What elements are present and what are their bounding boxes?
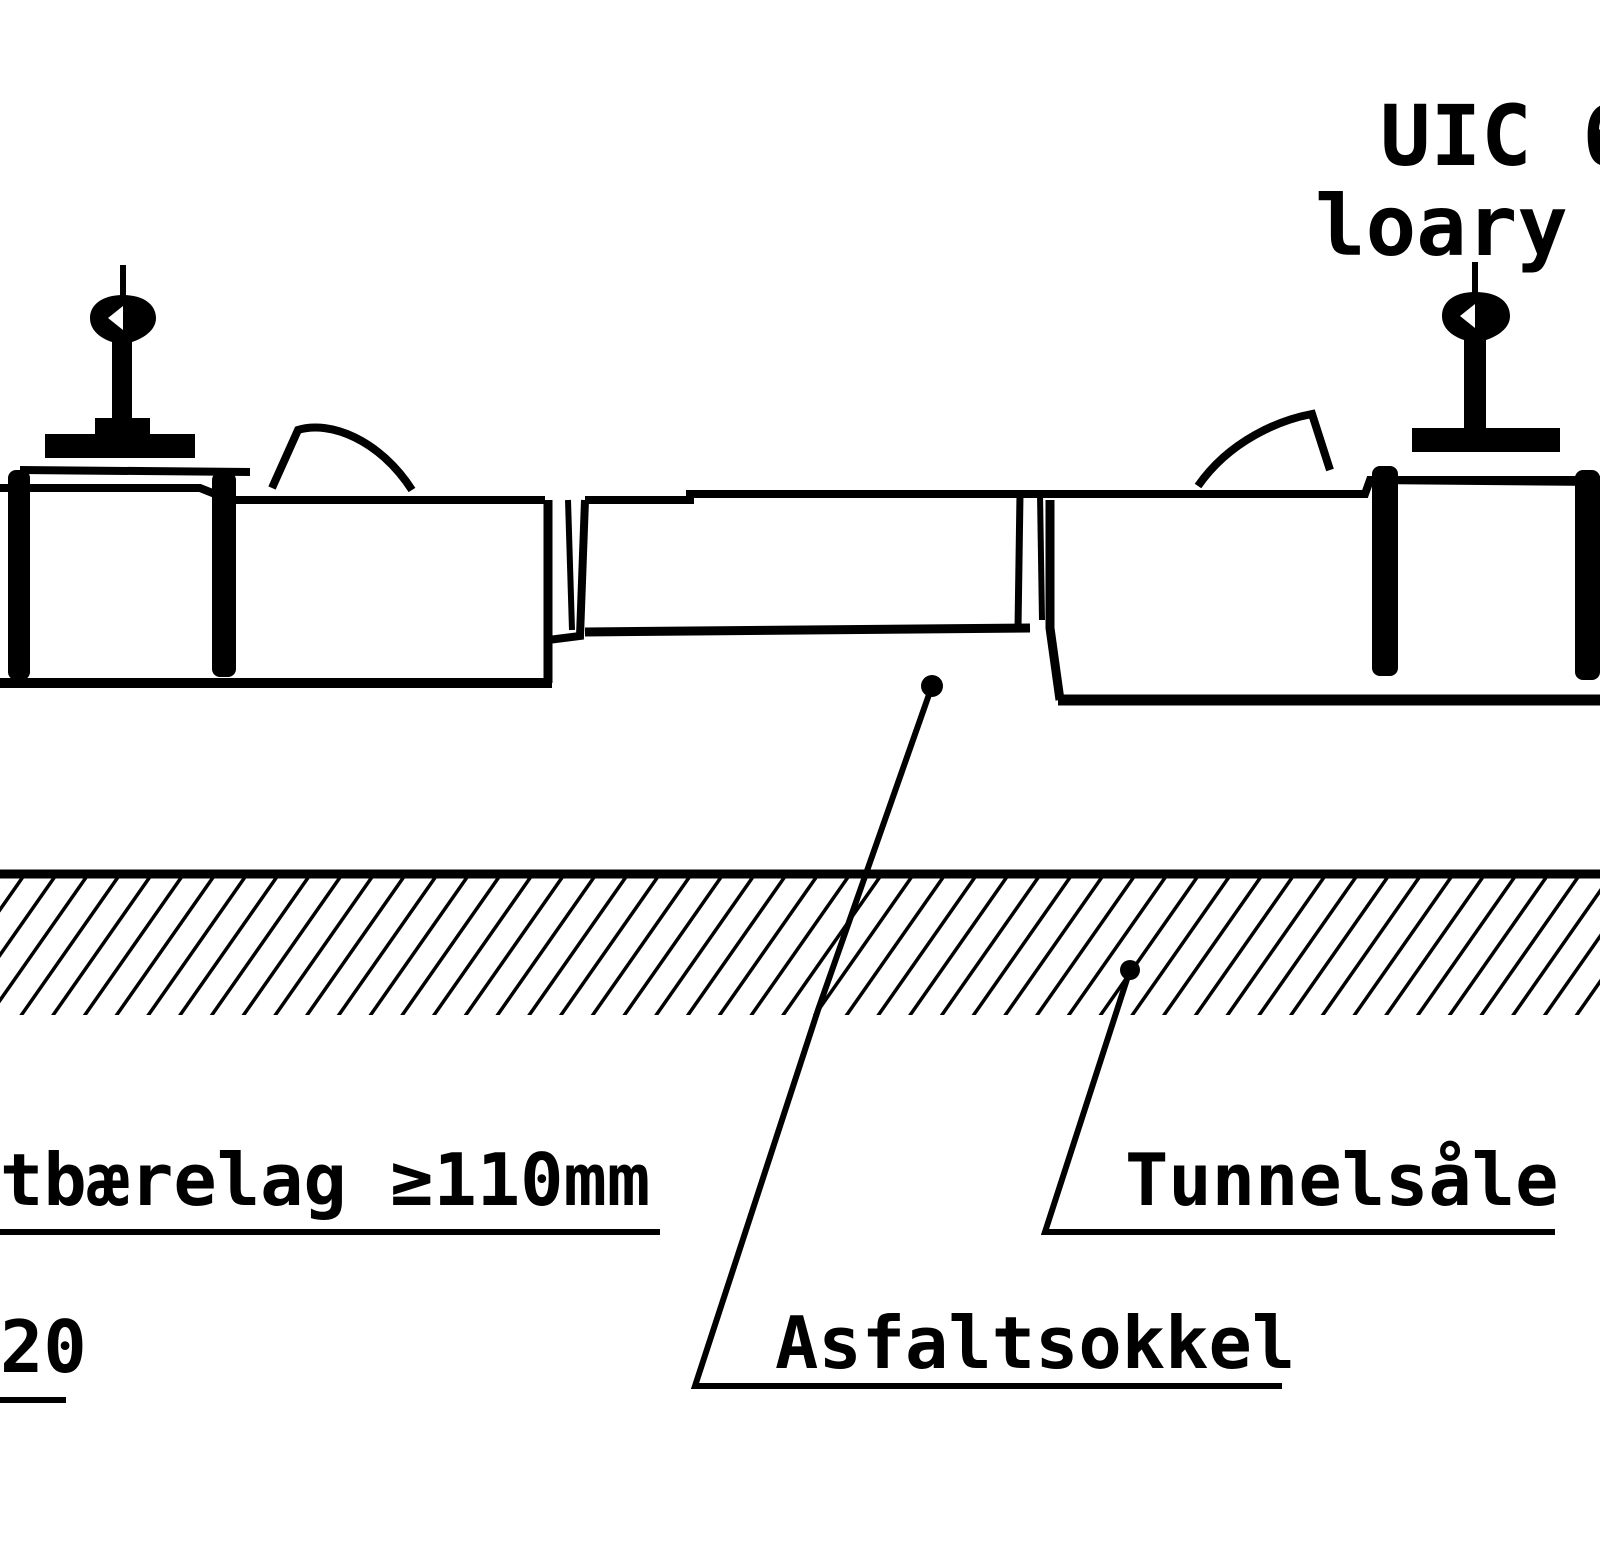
rail-spec-line2: loary 30 <box>1315 177 1600 275</box>
right-rail-profile-icon <box>1412 262 1560 452</box>
tunnel-floor-hatching <box>0 875 1600 1015</box>
right-sleeper-block <box>995 476 1600 706</box>
tunnel-floor-label: Tunnelsåle <box>1125 1138 1558 1222</box>
rail-spec-line1: UIC 60 <box>1380 87 1600 185</box>
middle-connecting-section <box>584 490 1045 637</box>
tunnel-floor <box>0 869 1600 1015</box>
asphalt-socket-label: Asfaltsokkel <box>775 1301 1295 1385</box>
left-rail-profile-icon <box>45 265 195 458</box>
base-layer-value: 20 <box>0 1305 87 1389</box>
left-sleeper-block <box>0 466 589 688</box>
right-rail-clip <box>1194 409 1334 489</box>
tunnel-floor-leader <box>1040 960 1555 1235</box>
base-layer-label: tbærelag ≥110mm <box>0 1138 650 1222</box>
left-anchor-bolts <box>8 470 236 680</box>
asphalt-socket-leader <box>690 675 1282 1389</box>
right-anchor-bolts <box>1372 466 1600 680</box>
left-rail-clip <box>268 423 416 493</box>
